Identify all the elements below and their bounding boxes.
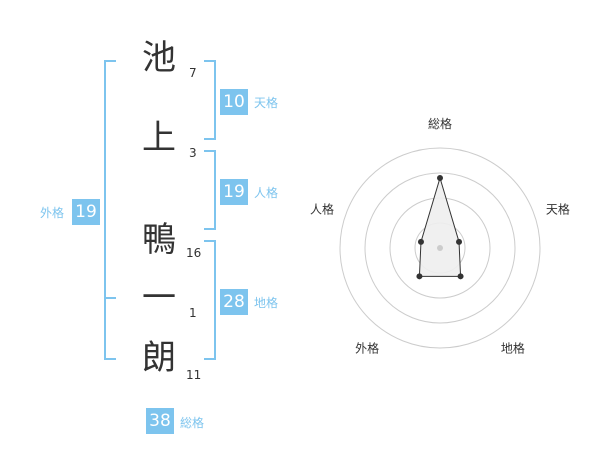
jinkaku-label: 人格: [254, 186, 279, 200]
tenkaku-score: 10: [220, 89, 248, 115]
stroke-count-2: 3: [189, 146, 197, 160]
stroke-count-4: 1: [189, 306, 197, 320]
stroke-count-1: 7: [189, 66, 197, 80]
radar-axis-label-1: 総格: [428, 116, 452, 131]
radar-ring-4: [339, 147, 541, 349]
tenkaku-label: 天格: [254, 96, 279, 110]
name-char-5: 朗: [142, 338, 176, 378]
gaikaku-label: 外格: [40, 206, 65, 220]
name-char-1: 池: [142, 38, 176, 78]
chikaku-label: 地格: [254, 296, 279, 310]
gaikaku-bracket: [104, 60, 116, 360]
gaikaku-score: 19: [72, 199, 100, 225]
soukaku-score: 38: [146, 408, 174, 434]
radar-point-1: [437, 175, 443, 181]
name-char-2: 上: [142, 118, 176, 158]
chikaku-bracket: [204, 240, 216, 360]
name-char-4: 一: [142, 278, 176, 318]
jinkaku-score: 19: [220, 179, 248, 205]
radar-axis-label-3: 地格: [501, 340, 525, 355]
tenkaku-bracket: [204, 60, 216, 140]
radar-ring-3: [364, 172, 516, 324]
radar-axis-label-5: 人格: [310, 202, 334, 217]
radar-point-2: [456, 238, 463, 245]
name-char-3: 鴨: [142, 220, 176, 260]
radar-point-3: [457, 273, 464, 280]
chikaku-score: 28: [220, 289, 248, 315]
radar-polygon: [418, 176, 462, 277]
radar-center-dot: [437, 245, 443, 251]
radar-axis-label-4: 外格: [355, 340, 379, 355]
soukaku-label: 総格: [180, 416, 205, 430]
gaikaku-bracket-divider: [104, 297, 116, 299]
stroke-count-5: 11: [186, 368, 202, 382]
radar-axis-label-2: 天格: [546, 202, 570, 217]
radar-point-5: [417, 238, 424, 245]
radar-point-4: [416, 273, 423, 280]
stroke-count-3: 16: [186, 246, 202, 260]
jinkaku-bracket: [204, 150, 216, 230]
